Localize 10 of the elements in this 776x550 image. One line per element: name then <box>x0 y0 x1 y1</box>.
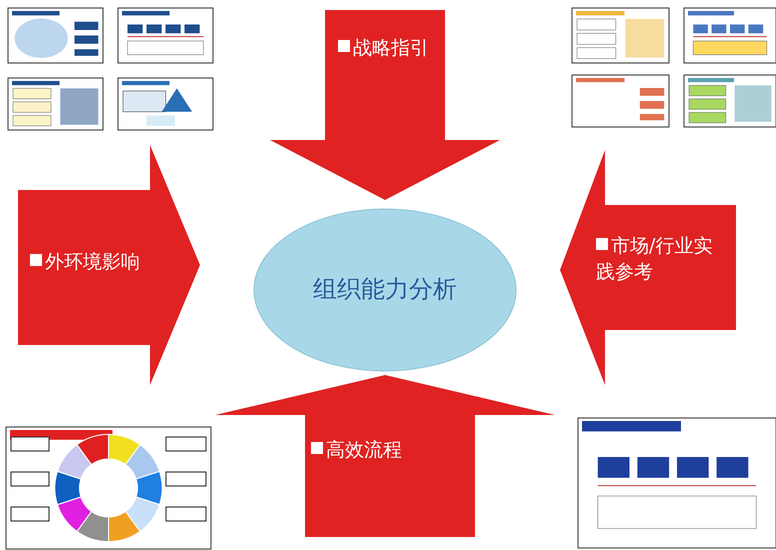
arrow-label: 战略指引 <box>338 35 448 61</box>
arrow-label: 市场/行业实践参考 <box>596 234 714 285</box>
block-arrow <box>18 145 200 385</box>
block-arrow <box>270 10 500 200</box>
block-arrow <box>215 375 555 537</box>
center-ellipse <box>253 208 517 372</box>
arrow-label: 外环境影响 <box>30 249 160 275</box>
block-arrow <box>560 150 736 385</box>
center-title: 组织能力分析 <box>312 274 458 304</box>
arrow-label: 高效流程 <box>311 437 471 463</box>
